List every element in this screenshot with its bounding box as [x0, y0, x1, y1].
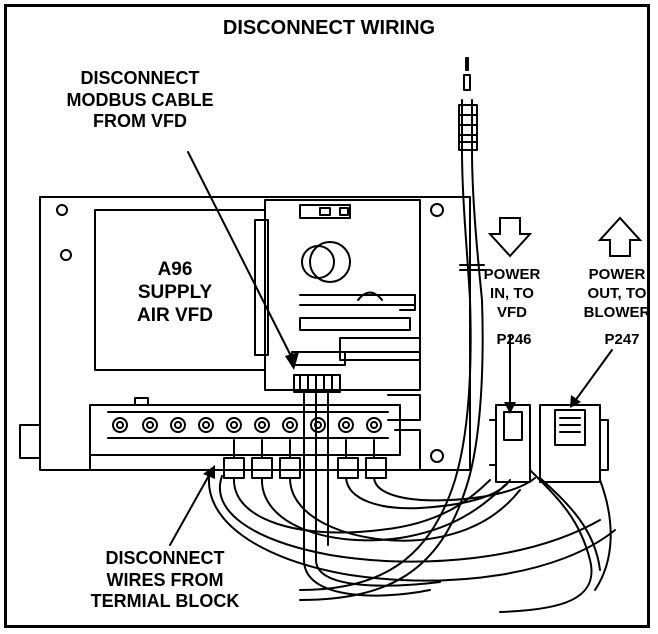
- down-arrow-icon: [488, 216, 532, 258]
- callout-line: POWER: [588, 266, 646, 283]
- power-in-arrow-shape: [487, 217, 533, 258]
- callout-line: DISCONNECT: [105, 548, 225, 568]
- callout-line: TERMIAL BLOCK: [90, 591, 240, 612]
- vfd-label: A96 SUPPLY AIR VFD: [90, 258, 260, 328]
- power-out-arrow-shape: [597, 216, 643, 257]
- callout-line: FROM VFD: [93, 111, 187, 132]
- up-arrow-icon: [598, 216, 642, 258]
- callout-line: MODBUS CABLE: [66, 89, 214, 110]
- callout-line: OUT, TO: [587, 285, 647, 303]
- power-in-callout: POWER IN, TO VFD: [472, 265, 552, 323]
- power-out-callout: POWER OUT, TO BLOWER: [572, 265, 658, 323]
- plug-p246-label: P246: [496, 331, 532, 348]
- vfd-label-line: A96: [157, 259, 193, 280]
- callout-line: IN, TO: [490, 285, 534, 303]
- callout-line: WIRES FROM: [106, 569, 224, 590]
- callout-line: VFD: [497, 304, 527, 322]
- terminal-block-callout: DISCONNECT WIRES FROM TERMIAL BLOCK: [45, 548, 285, 613]
- figure-border: [4, 4, 650, 628]
- callout-line: DISCONNECT: [80, 68, 200, 88]
- modbus-cable-callout: DISCONNECT MODBUS CABLE FROM VFD: [30, 68, 250, 133]
- callout-line: POWER: [483, 266, 541, 283]
- page-title: DISCONNECT WIRING: [222, 17, 436, 39]
- vfd-label-line: AIR VFD: [137, 305, 213, 327]
- callout-line: BLOWER: [583, 304, 651, 322]
- vfd-label-line: SUPPLY: [137, 282, 213, 304]
- plug-p247-label: P247: [604, 331, 640, 348]
